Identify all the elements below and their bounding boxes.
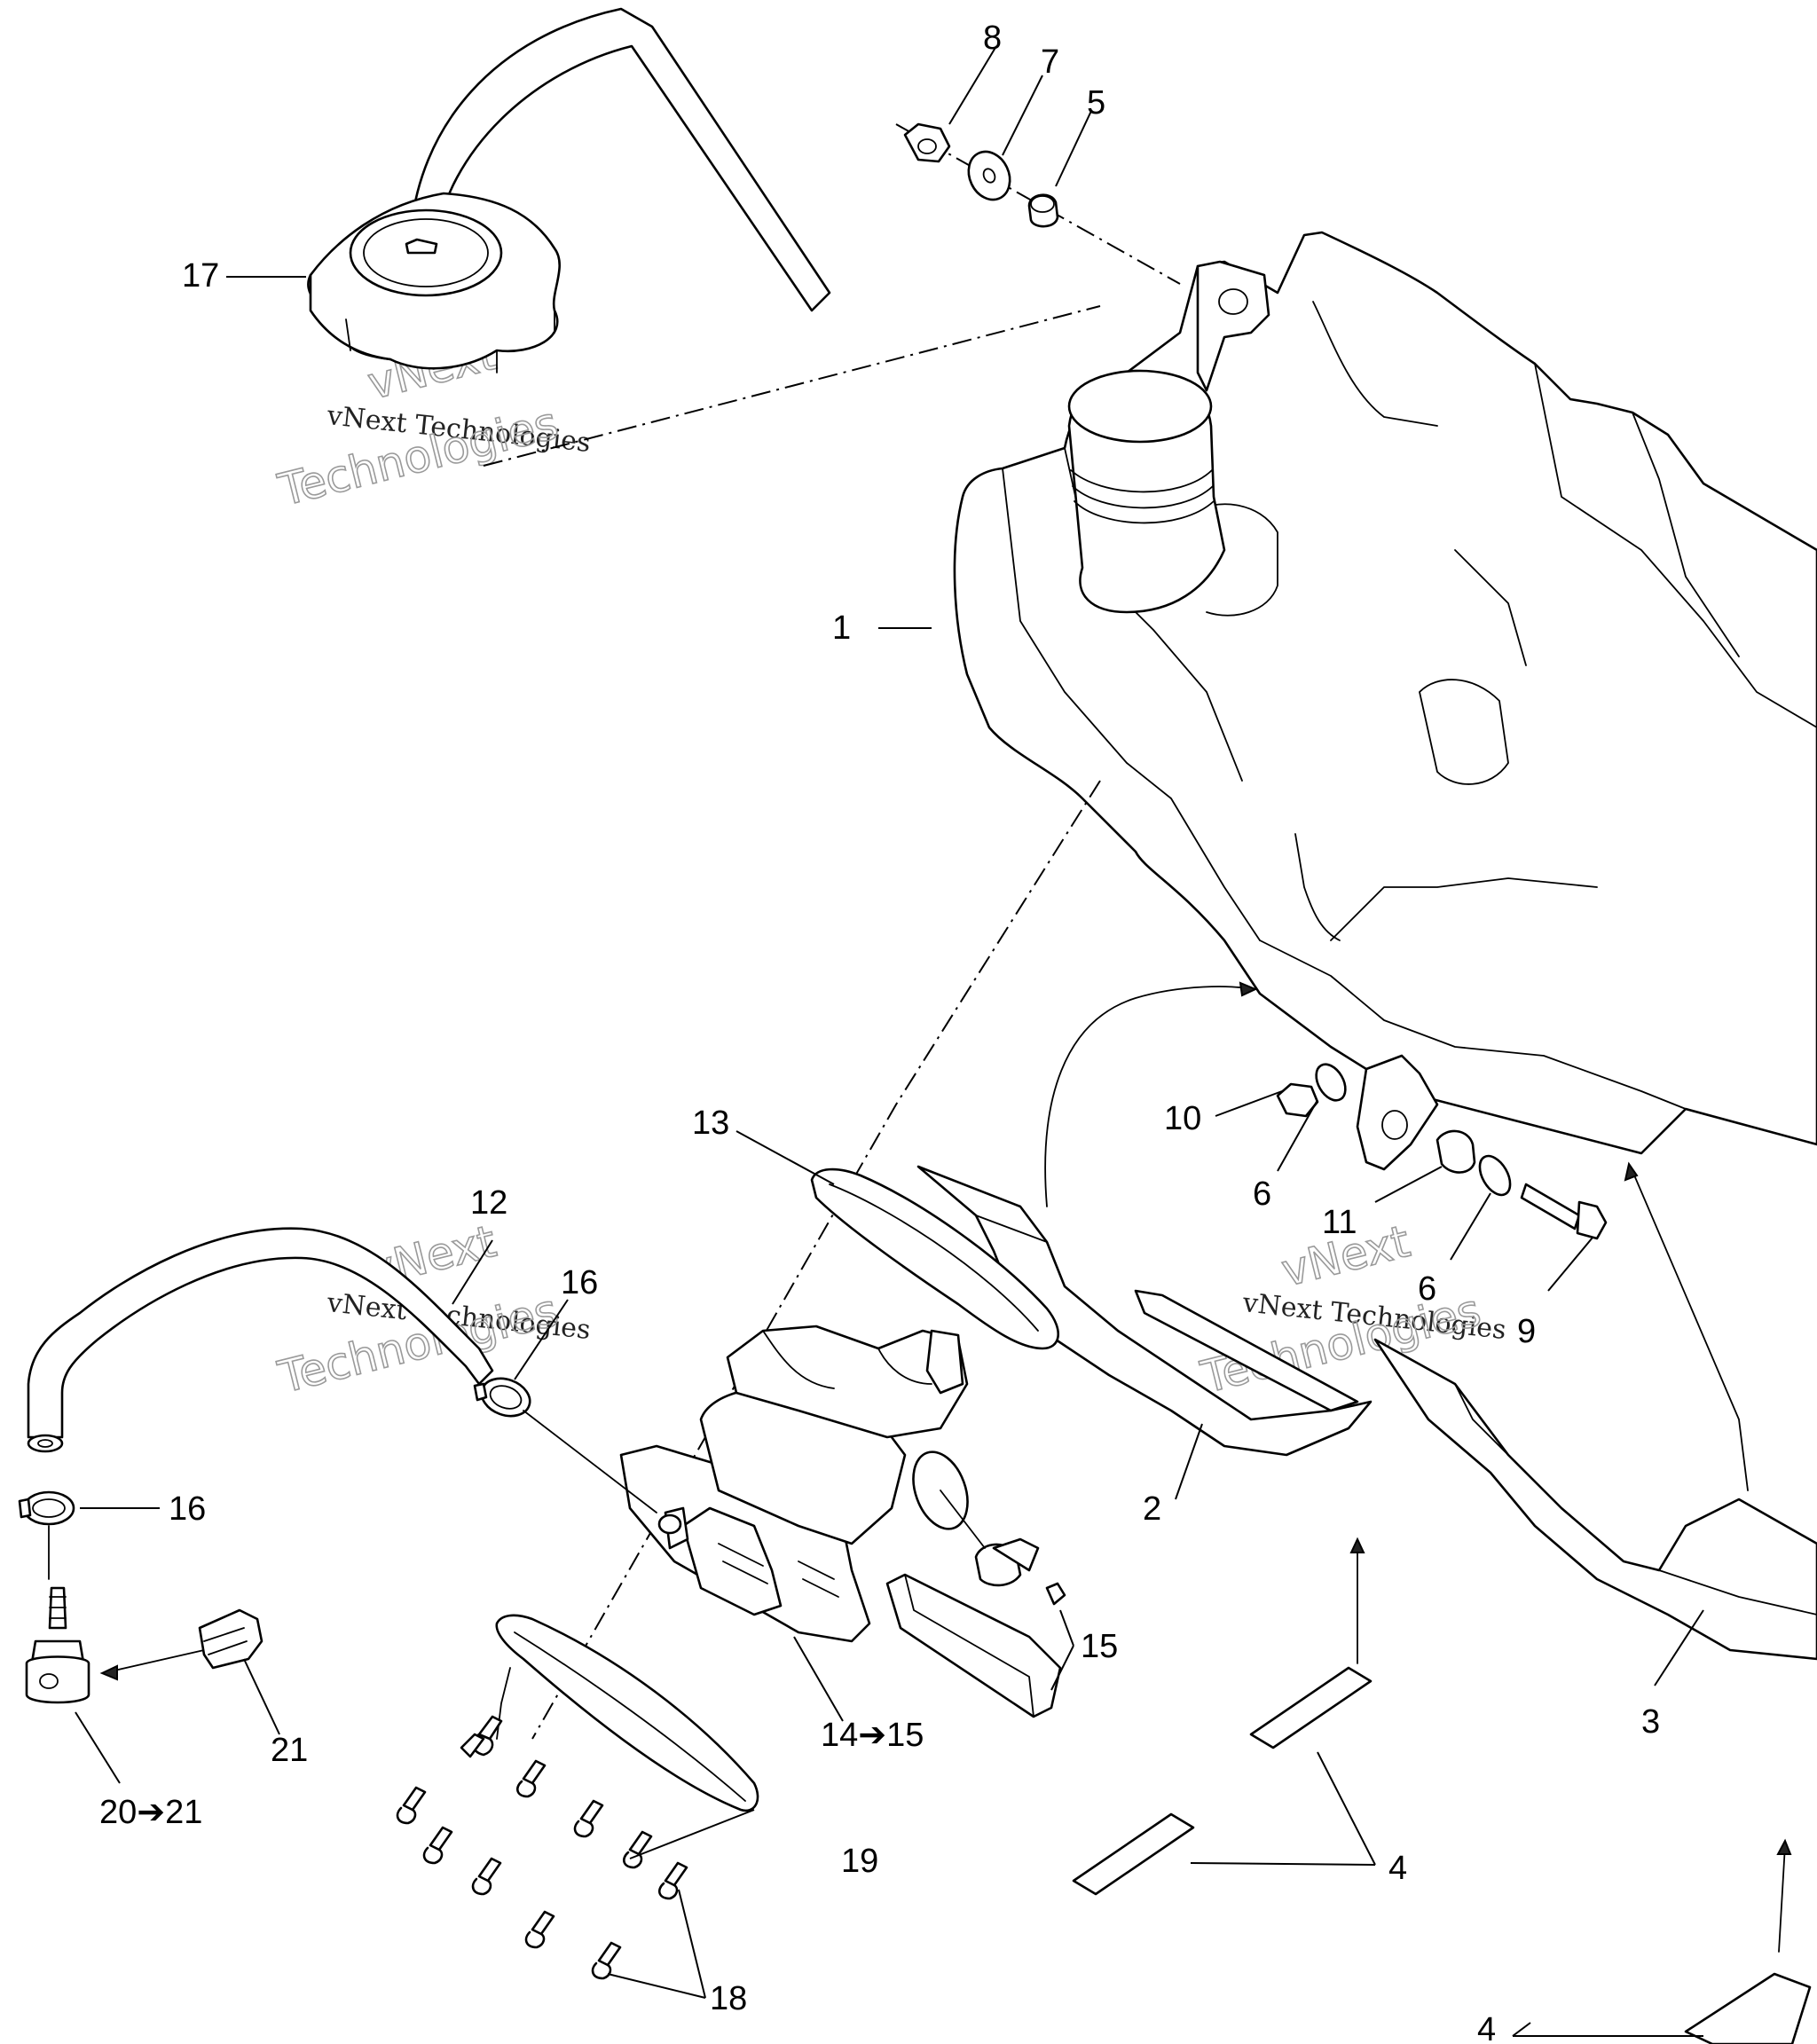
callout-20: 20➔21 [99, 1794, 202, 1831]
part-20-fitting [25, 1586, 90, 1704]
callout-15: 15 [1081, 1628, 1118, 1665]
callout-8: 8 [983, 20, 1002, 57]
callout-21: 21 [271, 1732, 308, 1769]
leader-lines [75, 45, 1704, 2037]
part-1-fuel-tank [953, 231, 1817, 1171]
callout-13: 13 [692, 1105, 729, 1142]
callout-9: 9 [1517, 1313, 1536, 1350]
callout-7: 7 [1041, 43, 1059, 81]
part-19-retaining-plate [495, 1614, 759, 1812]
callout-10: 10 [1164, 1100, 1201, 1137]
callout-1: 1 [832, 609, 851, 647]
part-17-fuel-cap [307, 7, 831, 373]
part-15-pump-connector [885, 1490, 1066, 1718]
callout-18: 18 [710, 1980, 747, 2017]
part-12-fuel-hose [27, 1227, 494, 1453]
callout-17: 17 [182, 257, 219, 295]
part-14-fuel-pump [619, 1325, 969, 1643]
callout-2: 2 [1143, 1490, 1161, 1528]
callout-5: 5 [1087, 84, 1105, 122]
callout-3: 3 [1641, 1703, 1660, 1741]
part-13-gasket [810, 1167, 1060, 1350]
part-4-adhesive-pads [1072, 1666, 1812, 2044]
parts-10-6-11-9-hardware [1276, 1063, 1608, 1240]
callout-4: 4 [1388, 1850, 1407, 1887]
part-3-heat-shield [1373, 1338, 1817, 1661]
callout-16: 16 [169, 1490, 206, 1528]
callout-19: 19 [841, 1843, 878, 1880]
callout-6: 6 [1253, 1175, 1271, 1213]
part-16-hose-clamps [18, 1377, 657, 1580]
callout-6: 6 [1418, 1270, 1436, 1308]
callout-16: 16 [561, 1264, 598, 1301]
part-21-clip [198, 1608, 264, 1670]
parts-8-7-5-hardware [895, 122, 1181, 285]
assembly-arrows [99, 981, 1792, 1953]
callout-11: 11 [1322, 1204, 1357, 1241]
callout-12: 12 [470, 1184, 507, 1222]
callout-labels: 1 2 3 4 4 5 6 6 7 8 9 10 11 12 13 14➔15 … [99, 20, 1660, 2044]
callout-4: 4 [1477, 2011, 1496, 2044]
assembly-line-cap-tank [483, 305, 1101, 467]
part-18-screws [396, 1715, 688, 1980]
callout-14: 14➔15 [821, 1717, 924, 1754]
